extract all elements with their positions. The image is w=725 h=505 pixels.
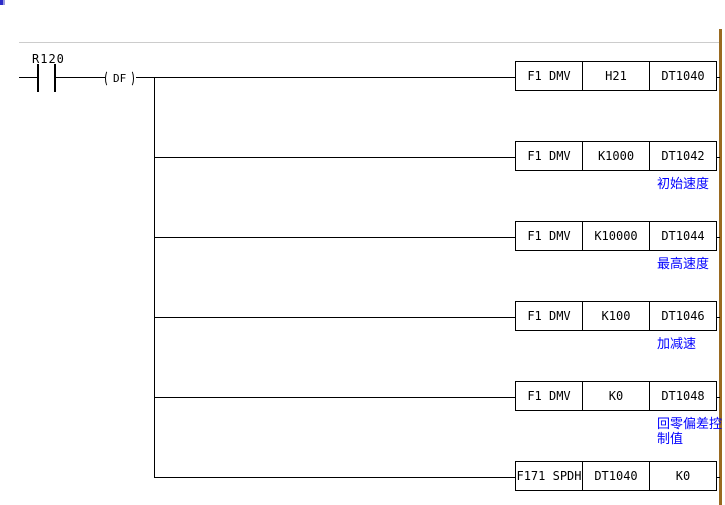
operand-cell[interactable]: K100 bbox=[582, 302, 649, 330]
operand-cell[interactable]: K1000 bbox=[582, 142, 649, 170]
instruction-cell[interactable]: F1 DMV bbox=[527, 69, 571, 83]
contact-symbol-right-bar bbox=[54, 64, 56, 92]
wire-segment bbox=[716, 237, 720, 238]
instruction-block-dmv-initial-speed[interactable]: F1 DMV K1000 DT1042 bbox=[515, 141, 717, 171]
wire-segment bbox=[716, 477, 720, 478]
wire-segment bbox=[154, 157, 515, 158]
wire-segment bbox=[716, 157, 720, 158]
operand-comment-home-deviation[interactable]: 回零偏差控制值 bbox=[657, 417, 723, 447]
operand-cell[interactable]: DT1048 bbox=[649, 382, 716, 410]
df-right-paren-arc bbox=[127, 69, 135, 87]
wire-segment bbox=[136, 77, 515, 78]
instruction-block-spdh-pulse-output[interactable]: F171 SPDH DT1040 K0 bbox=[515, 461, 717, 491]
wire-segment bbox=[716, 77, 720, 78]
wire-segment bbox=[154, 397, 515, 398]
wire-segment bbox=[154, 317, 515, 318]
operand-comment-initial-speed[interactable]: 初始速度 bbox=[657, 177, 710, 192]
operand-cell[interactable]: H21 bbox=[582, 62, 649, 90]
operand-cell[interactable]: K0 bbox=[582, 382, 649, 410]
operand-cell[interactable]: DT1044 bbox=[649, 222, 716, 250]
edit-cursor bbox=[0, 0, 5, 5]
operand-cell[interactable]: K0 bbox=[649, 462, 716, 490]
contact-symbol-left-bar[interactable] bbox=[37, 64, 39, 92]
instruction-cell[interactable]: F1 DMV bbox=[527, 309, 571, 323]
instruction-block-dmv-control-code[interactable]: F1 DMV H21 DT1040 bbox=[515, 61, 717, 91]
operand-cell[interactable]: DT1046 bbox=[649, 302, 716, 330]
wire-segment bbox=[19, 77, 37, 78]
instruction-cell[interactable]: F1 DMV bbox=[527, 389, 571, 403]
instruction-cell[interactable]: F171 SPDH bbox=[516, 469, 582, 483]
wire-segment bbox=[56, 77, 106, 78]
right-power-rail bbox=[719, 29, 722, 505]
operand-cell[interactable]: DT1042 bbox=[649, 142, 716, 170]
operand-comment-accel-decel[interactable]: 加减速 bbox=[657, 337, 697, 352]
operand-cell[interactable]: K10000 bbox=[582, 222, 649, 250]
instruction-cell[interactable]: F1 DMV bbox=[527, 149, 571, 163]
operand-cell[interactable]: DT1040 bbox=[582, 462, 649, 490]
df-left-paren-arc bbox=[105, 69, 112, 87]
operand-cell[interactable]: DT1040 bbox=[649, 62, 716, 90]
wire-segment bbox=[154, 237, 515, 238]
df-differential-coil[interactable]: DF bbox=[105, 69, 135, 87]
df-label: DF bbox=[113, 71, 127, 85]
contact-label[interactable]: R120 bbox=[32, 52, 65, 66]
instruction-block-dmv-max-speed[interactable]: F1 DMV K10000 DT1044 bbox=[515, 221, 717, 251]
wire-segment bbox=[716, 397, 720, 398]
branch-vertical-wire bbox=[154, 77, 155, 478]
wire-segment bbox=[716, 317, 720, 318]
network-divider-line bbox=[19, 42, 720, 43]
wire-segment bbox=[154, 477, 515, 478]
operand-comment-max-speed[interactable]: 最高速度 bbox=[657, 257, 710, 272]
instruction-cell[interactable]: F1 DMV bbox=[527, 229, 571, 243]
instruction-block-dmv-accel-decel[interactable]: F1 DMV K100 DT1046 bbox=[515, 301, 717, 331]
instruction-block-dmv-home-deviation[interactable]: F1 DMV K0 DT1048 bbox=[515, 381, 717, 411]
